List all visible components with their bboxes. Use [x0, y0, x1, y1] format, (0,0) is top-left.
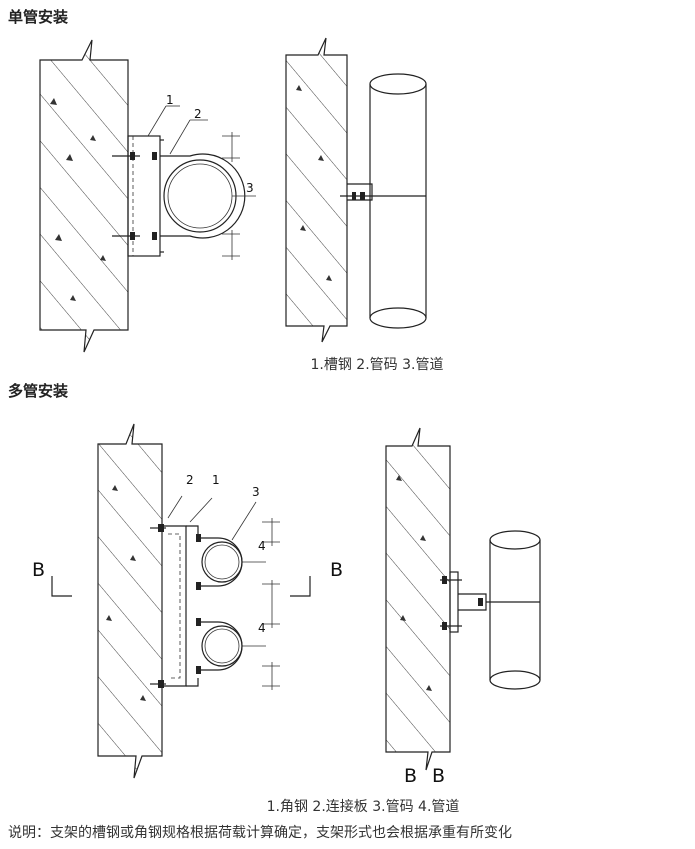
pipe-3a [201, 541, 243, 583]
label-2: 2 [194, 107, 202, 121]
bracket-4 [440, 571, 540, 633]
pipe-4 [489, 530, 541, 690]
figure-multi-pipe-section: 2 1 3 4 4 B B [32, 423, 343, 779]
label-4a-fig3: 4 [258, 539, 266, 553]
label-1: 1 [166, 93, 174, 107]
section-mark-right: B [330, 559, 343, 581]
section-mark-left: B [32, 559, 45, 581]
wall-2-aggregate [296, 85, 332, 281]
section-b1: B [404, 765, 417, 787]
wall-2 [285, 37, 348, 343]
caption-multi-pipe: 1.角钢 2.连接板 3.管码 4.管道 [266, 799, 460, 815]
label-3-fig3: 3 [252, 485, 260, 499]
channel-steel-1 [127, 135, 161, 257]
anchor-bolts-1 [112, 152, 140, 240]
figure-single-pipe-section: 1 2 3 [39, 39, 256, 353]
label-3: 3 [246, 181, 254, 195]
section-title-multi-pipe: 多管安装 [8, 382, 69, 400]
section-title-single-pipe: 单管安装 [8, 8, 69, 26]
label-1-fig3: 1 [212, 473, 220, 487]
wall-4-aggregate [396, 475, 432, 691]
angle-steel-3 [150, 524, 199, 688]
wall-3 [97, 423, 163, 779]
note-text: 说明：支架的槽钢或角钢规格根据荷载计算确定，支架形式也会根据承重有所变化 [8, 825, 512, 841]
wall-3-aggregate [106, 485, 146, 701]
section-b2: B [432, 765, 445, 787]
dimension-marks-1 [222, 132, 240, 260]
wall-1-aggregate [50, 98, 106, 301]
wall-4 [385, 427, 451, 771]
pipe-3b [201, 625, 243, 667]
figure-single-pipe-elevation [285, 37, 427, 343]
pipe-2 [369, 73, 427, 329]
bracket-2 [340, 183, 426, 201]
wall-1 [39, 39, 129, 353]
label-4b-fig3: 4 [258, 621, 266, 635]
pipe-1 [163, 159, 237, 233]
figure-multi-pipe-elevation: B B [385, 427, 541, 787]
dimension-marks-3 [262, 518, 280, 690]
label-2-fig3: 2 [186, 473, 194, 487]
caption-single-pipe: 1.槽钢 2.管码 3.管道 [310, 357, 444, 373]
